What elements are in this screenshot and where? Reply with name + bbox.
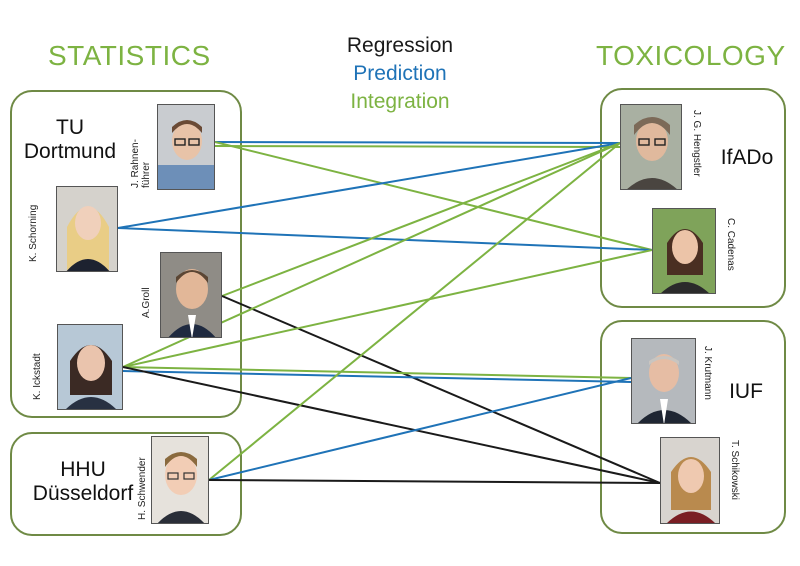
photo-krutmann [631, 338, 696, 424]
portrait-icon [158, 105, 214, 189]
tu-dortmund-box [10, 90, 242, 418]
name-schorning: K. Schorning [28, 204, 39, 262]
name-rahnenfuehrer-line2: führer [141, 161, 152, 188]
name-ickstadt: K. Ickstadt [32, 353, 43, 400]
legend-integration: Integration [350, 90, 450, 113]
portrait-icon [653, 209, 715, 293]
name-rahnenfuehrer-line1: J. Rahnen- [130, 139, 141, 188]
photo-cadenas [652, 208, 716, 294]
portrait-icon [161, 253, 221, 337]
legend-prediction: Prediction [353, 62, 447, 85]
photo-schikowski [660, 437, 720, 524]
portrait-icon [152, 437, 208, 523]
name-schikowski: T. Schikowski [729, 440, 740, 501]
name-rahnenfuehrer: J. Rahnen- führer [130, 139, 152, 188]
hhu-duesseldorf-label: HHU Düsseldorf [28, 458, 138, 506]
hhu-line2: Düsseldorf [32, 482, 134, 505]
hhu-line1: HHU [60, 458, 106, 481]
ifado-label: IfADo [720, 146, 774, 169]
legend-regression: Regression [346, 34, 454, 57]
tu-dortmund-label: TU Dortmund [20, 116, 120, 164]
portrait-icon [621, 105, 681, 189]
portrait-icon [632, 339, 695, 423]
connection-ickstadt-krutmann-prediction [122, 370, 632, 383]
photo-rahnenfuehrer [157, 104, 215, 190]
connection-schwender-schikowski-regression [208, 479, 661, 484]
photo-hengstler [620, 104, 682, 190]
connection-rahnenfuehrer-hengstler-prediction [214, 141, 621, 144]
photo-ickstadt [57, 324, 123, 410]
tu-dortmund-line2: Dortmund [23, 140, 117, 163]
portrait-icon [57, 187, 117, 271]
name-hengstler: J. G. Hengstler [691, 110, 702, 177]
portrait-icon [661, 438, 719, 523]
connection-schwender-krutmann-prediction [208, 377, 632, 481]
photo-schwender [151, 436, 209, 524]
iuf-box [600, 320, 786, 534]
connection-rahnenfuehrer-cadenas-integration [214, 141, 653, 251]
hhu-duesseldorf-box [10, 432, 242, 536]
connection-schorning-hengstler-prediction [117, 142, 621, 229]
connection-ickstadt-krutmann-integration [122, 366, 632, 379]
photo-groll [160, 252, 222, 338]
connection-groll-hengstler-integration [221, 142, 621, 297]
portrait-icon [58, 325, 122, 409]
toxicology-heading: TOXICOLOGY [596, 40, 786, 71]
connection-ickstadt-schikowski-regression [122, 366, 661, 484]
connection-schwender-hengstler-integration [208, 142, 621, 481]
statistics-heading: STATISTICS [48, 40, 211, 71]
iuf-label: IUF [729, 380, 763, 403]
connection-ickstadt-cadenas-integration [122, 249, 653, 368]
name-schwender: H. Schwender [137, 457, 148, 520]
connection-schorning-cadenas-prediction [117, 227, 653, 251]
name-krutmann: J. Krutmann [702, 346, 713, 400]
photo-schorning [56, 186, 118, 272]
connection-rahnenfuehrer-hengstler-integration [214, 145, 621, 148]
ifado-box [600, 88, 786, 308]
name-cadenas: C. Cadenas [725, 218, 736, 271]
name-groll: A.Groll [141, 287, 152, 318]
tu-dortmund-line1: TU [56, 116, 84, 139]
connection-groll-schikowski-regression [221, 295, 661, 484]
